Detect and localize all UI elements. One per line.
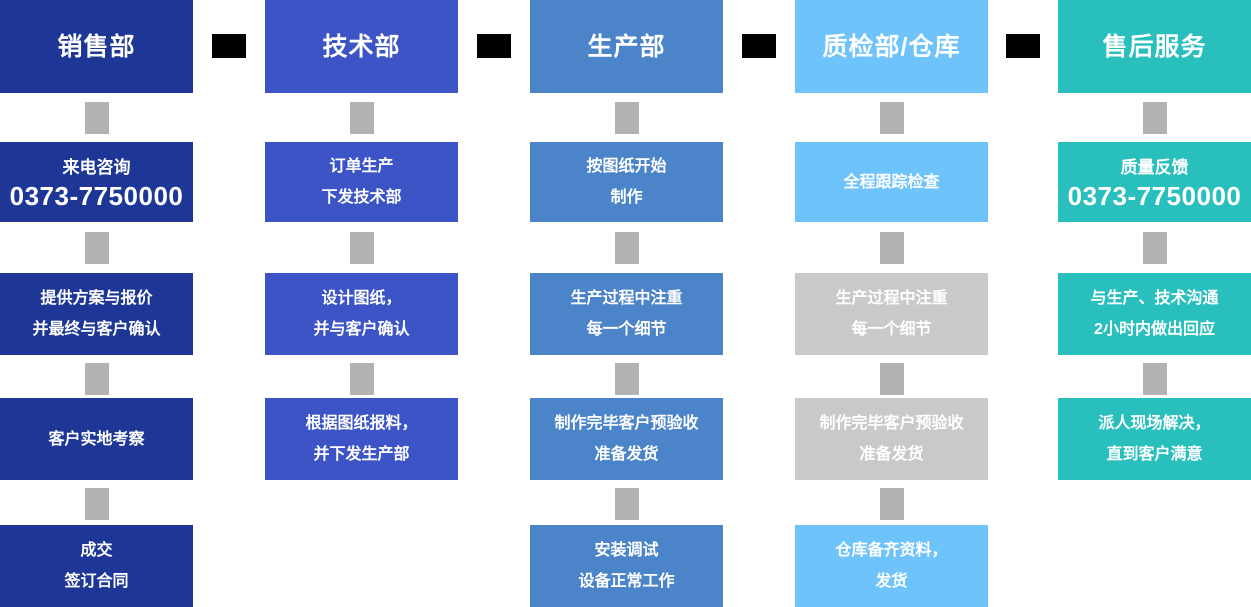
step-text: 生产过程中注重	[570, 290, 683, 307]
flow-connector	[879, 102, 904, 134]
step-text: 设计图纸，	[321, 290, 402, 307]
flow-connector	[1142, 232, 1167, 264]
step-text: 成交	[80, 542, 113, 559]
step-text: 每一个细节	[851, 321, 932, 338]
after-sales-step-3: 派人现场解决， 直到客户满意	[1058, 398, 1251, 480]
step-text: 发货	[875, 573, 908, 590]
flow-connector	[349, 232, 374, 264]
tech-header: 技术部	[265, 0, 458, 93]
step-text: 客户实地考察	[48, 430, 145, 448]
step-text: 派人现场解决，	[1098, 415, 1211, 432]
flow-column-qa-warehouse: 质检部/仓库全程跟踪检查生产过程中注重每一个细节制作完毕客户预验收准备发货仓库备…	[795, 0, 988, 607]
qa-warehouse-step-3: 制作完毕客户预验收准备发货	[795, 398, 988, 480]
step-text: 与生产、技术沟通	[1090, 290, 1219, 307]
step-text: 设备正常工作	[578, 573, 675, 590]
phone-label: 质量反馈	[1120, 157, 1189, 177]
production-header: 生产部	[530, 0, 723, 93]
flow-connector	[879, 363, 904, 395]
flow-column-production: 生产部按图纸开始制作生产过程中注重每一个细节制作完毕客户预验收准备发货安装调试设…	[530, 0, 723, 607]
step-text: 直到客户满意	[1106, 446, 1203, 463]
flow-connector	[349, 102, 374, 134]
sales-step-4: 成交签订合同	[0, 525, 193, 607]
qa-warehouse-header-label: 质检部/仓库	[822, 32, 961, 61]
step-text: 订单生产	[329, 158, 394, 175]
sales-header: 销售部	[0, 0, 193, 93]
flow-connector	[84, 232, 109, 264]
step-text: 制作	[610, 189, 643, 206]
tech-step-2: 设计图纸， 并与客户确认	[265, 273, 458, 355]
production-step-3: 制作完毕客户预验收准备发货	[530, 398, 723, 480]
flow-connector	[614, 363, 639, 395]
step-text: 仓库备齐资料，	[835, 542, 948, 559]
sales-step-3: 客户实地考察	[0, 398, 193, 480]
header-separator-square	[1006, 34, 1040, 58]
step-text: 制作完毕客户预验收	[554, 415, 699, 432]
step-text: 生产过程中注重	[835, 290, 948, 307]
sales-step-1: 来电咨询 0373-7750000	[0, 142, 193, 222]
flow-column-tech: 技术部订单生产下发技术部设计图纸， 并与客户确认根据图纸报料， 并下发生产部	[265, 0, 458, 607]
tech-step-1: 订单生产下发技术部	[265, 142, 458, 222]
step-text: 提供方案与报价	[40, 290, 153, 307]
qa-warehouse-step-2: 生产过程中注重每一个细节	[795, 273, 988, 355]
header-separator-square	[477, 34, 511, 58]
step-text: 2小时内做出回应	[1094, 321, 1215, 338]
header-separator-square	[742, 34, 776, 58]
header-separator-square	[212, 34, 246, 58]
phone-number: 0373-7750000	[9, 180, 184, 211]
step-text: 下发技术部	[321, 189, 402, 206]
sales-step-2: 提供方案与报价并最终与客户确认	[0, 273, 193, 355]
flow-connector	[614, 488, 639, 520]
after-sales-step-1: 质量反馈 0373-7750000	[1058, 142, 1251, 222]
step-text: 准备发货	[859, 446, 924, 463]
flow-connector	[84, 102, 109, 134]
step-text: 每一个细节	[586, 321, 667, 338]
step-text: 按图纸开始	[586, 158, 667, 175]
phone-number: 0373-7750000	[1067, 180, 1242, 211]
production-step-1: 按图纸开始制作	[530, 142, 723, 222]
tech-header-label: 技术部	[322, 32, 401, 61]
production-step-2: 生产过程中注重每一个细节	[530, 273, 723, 355]
sales-header-label: 销售部	[57, 32, 136, 61]
step-text: 并最终与客户确认	[32, 321, 161, 338]
flow-connector	[84, 363, 109, 395]
flow-connector	[614, 102, 639, 134]
tech-step-3: 根据图纸报料， 并下发生产部	[265, 398, 458, 480]
step-text: 签订合同	[64, 573, 129, 590]
flow-connector	[614, 232, 639, 264]
phone-label: 来电咨询	[62, 157, 131, 177]
after-sales-header: 售后服务	[1058, 0, 1251, 93]
step-text: 并下发生产部	[313, 446, 410, 463]
after-sales-step-2: 与生产、技术沟通 2小时内做出回应	[1058, 273, 1251, 355]
flow-connector	[879, 232, 904, 264]
step-text: 全程跟踪检查	[843, 173, 940, 191]
flow-connector	[1142, 363, 1167, 395]
step-text: 准备发货	[594, 446, 659, 463]
flow-connector	[84, 488, 109, 520]
flow-connector	[1142, 102, 1167, 134]
qa-warehouse-step-4: 仓库备齐资料， 发货	[795, 525, 988, 607]
production-step-4: 安装调试设备正常工作	[530, 525, 723, 607]
step-text: 制作完毕客户预验收	[819, 415, 964, 432]
flow-connector	[349, 363, 374, 395]
flow-connector	[879, 488, 904, 520]
production-header-label: 生产部	[587, 32, 666, 61]
after-sales-header-label: 售后服务	[1102, 32, 1207, 61]
step-text: 根据图纸报料，	[305, 415, 418, 432]
step-text: 并与客户确认	[313, 321, 410, 338]
qa-warehouse-step-1: 全程跟踪检查	[795, 142, 988, 222]
qa-warehouse-header: 质检部/仓库	[795, 0, 988, 93]
step-text: 安装调试	[594, 542, 659, 559]
